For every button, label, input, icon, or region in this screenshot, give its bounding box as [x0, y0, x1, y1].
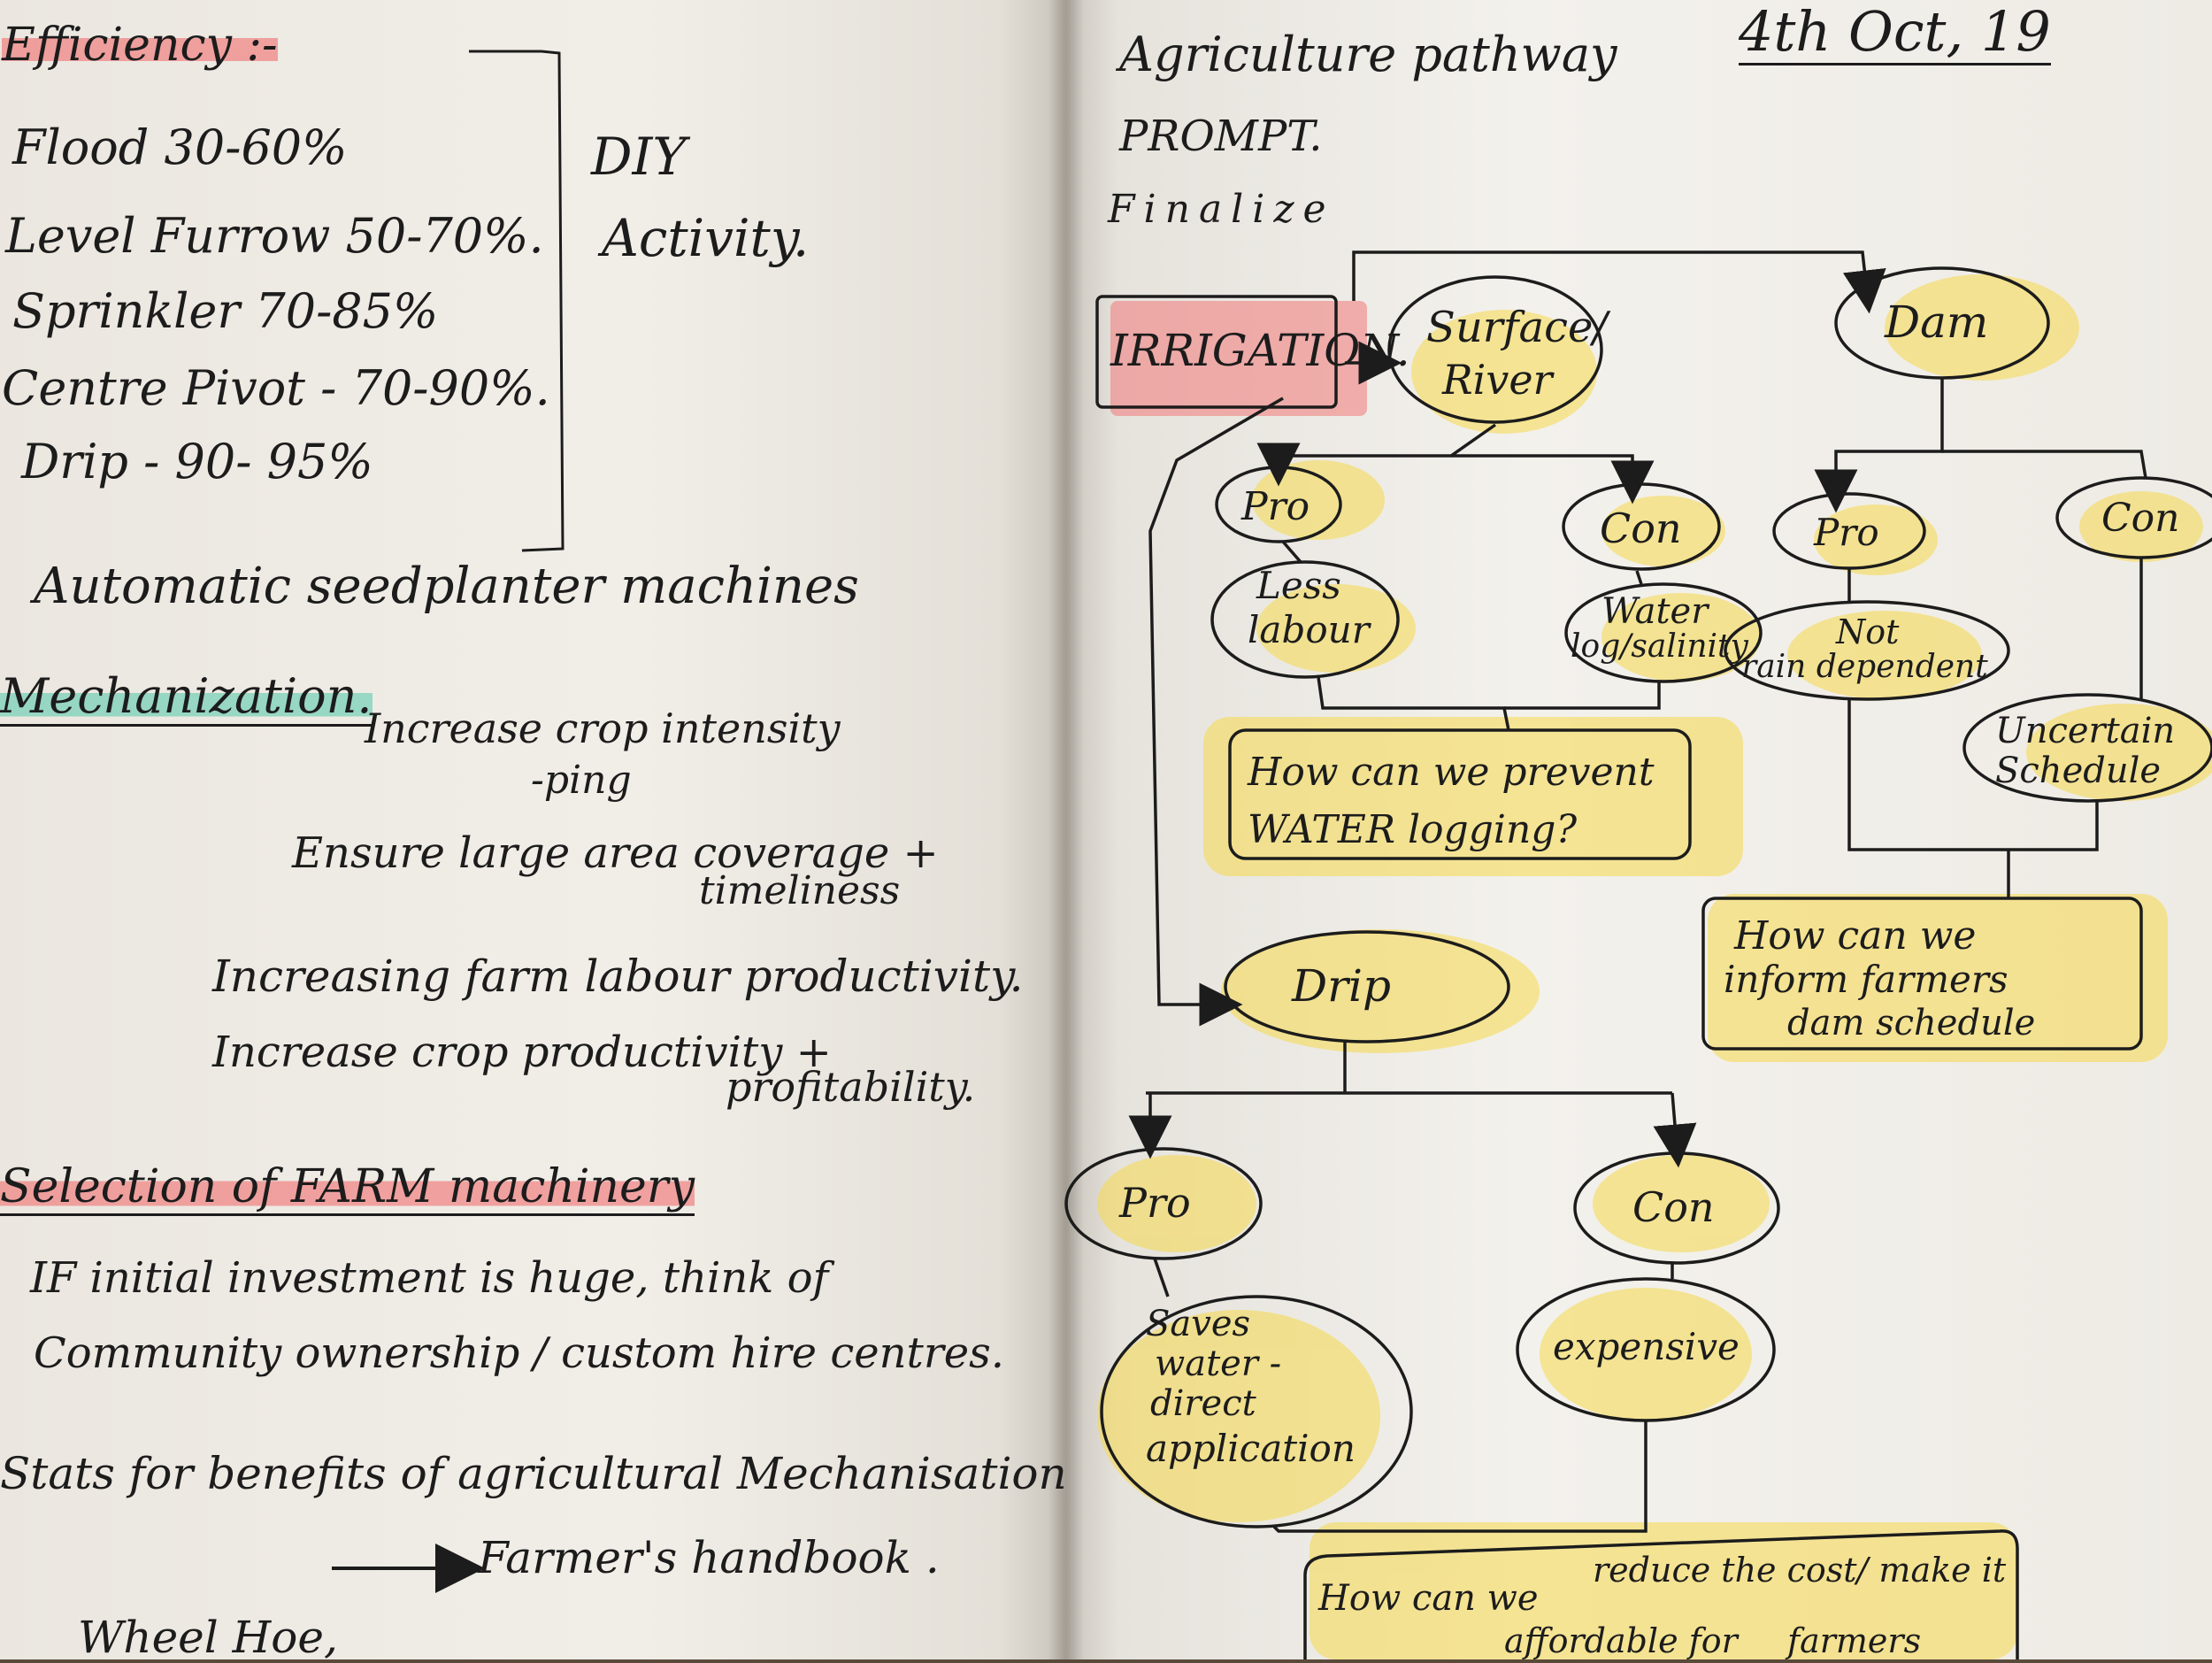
drip-pro-label: Pro	[1119, 1179, 1191, 1227]
efficiency-item-drip: Drip - 90- 95%	[21, 434, 373, 489]
efficiency-heading: Efficiency :-	[2, 19, 278, 72]
dam-label: Dam	[1885, 296, 1989, 348]
uncertain-node	[1962, 693, 2212, 803]
notebook-spine	[1048, 0, 1084, 1659]
irrigation-node	[1095, 295, 1338, 409]
mech-item-labour-productivity: Increasing farm labour productivity.	[212, 951, 1024, 1002]
pathway-title: Agriculture pathway	[1119, 27, 1617, 82]
efficiency-item-centre-pivot: Centre Pivot - 70-90%.	[2, 360, 550, 416]
farmers-handbook-note: Farmer's handbook .	[478, 1532, 940, 1583]
page-date: 4th Oct, 19	[1739, 0, 2051, 65]
cost-question-line2: reduce the cost/ make it	[1593, 1551, 2007, 1590]
efficiency-item-flood: Flood 30-60%	[12, 119, 348, 175]
water-dash-label: water -	[1155, 1343, 1282, 1384]
mech-item-crop-productivity: Increase crop productivity +	[212, 1028, 832, 1077]
cost-question-node	[1303, 1529, 2019, 1659]
wheel-hoe-note: Wheel Hoe,	[78, 1612, 338, 1663]
water-label: Water	[1601, 591, 1709, 632]
not-label: Not	[1836, 612, 1900, 651]
dam-con-label: Con	[2101, 496, 2180, 541]
mechanization-heading: Mechanization.	[0, 673, 373, 727]
prevent-question-node	[1228, 728, 1692, 860]
finalize-label: Finalize	[1108, 187, 1335, 232]
schedule-label: Schedule	[1995, 751, 2162, 791]
expensive-label: expensive	[1553, 1325, 1740, 1368]
drip-label: Drip	[1292, 960, 1391, 1012]
activity-label: Activity.	[602, 208, 810, 268]
less-label: Less	[1256, 564, 1341, 607]
dam-question-node	[1701, 897, 2143, 1051]
log-salinity-label: log/salinity	[1571, 628, 1748, 665]
selection-line-community: Community ownership / custom hire centre…	[34, 1328, 1005, 1378]
prompt-label: PROMPT.	[1119, 112, 1323, 161]
efficiency-item-sprinkler: Sprinkler 70-85%	[12, 283, 439, 339]
left-notebook-page	[0, 0, 1062, 1659]
mech-item-area-coverage: Ensure large area coverage +	[292, 828, 939, 878]
surface-label: Surface/	[1426, 303, 1608, 352]
dam-question-line1: How can we	[1734, 913, 1977, 959]
not-rain-node	[1724, 600, 2010, 701]
rain-dependent-label: rain dependent	[1741, 649, 1988, 685]
water-log-node	[1564, 582, 1763, 683]
efficiency-item-level-furrow: Level Furrow 50-70%.	[5, 208, 544, 264]
prevent-question-line2: WATER logging?	[1248, 807, 1578, 852]
application-label: application	[1146, 1427, 1356, 1470]
surface-pro-label: Pro	[1241, 484, 1310, 529]
cost-question-line4: farmers	[1787, 1621, 1922, 1660]
uncertain-label: Uncertain	[1995, 711, 2176, 751]
dam-node	[1834, 266, 2050, 380]
mech-item-profitability: profitability.	[726, 1063, 976, 1111]
dam-question-line2: inform farmers	[1724, 958, 2008, 1001]
selection-heading: Selection of FARM machinery	[0, 1164, 695, 1216]
diy-bracket	[469, 50, 565, 552]
dam-pro-label: Pro	[1814, 511, 1879, 554]
direct-label: direct	[1150, 1383, 1256, 1424]
river-label: River	[1442, 356, 1553, 404]
less-labour-node	[1210, 560, 1400, 679]
mech-item-timeliness: timeliness	[699, 868, 901, 913]
prevent-question-line1: How can we prevent	[1248, 750, 1655, 795]
mech-item-crop-intensity-cont: -ping	[531, 758, 632, 803]
mech-item-crop-intensity: Increase crop intensity	[365, 704, 841, 752]
dam-question-line3: dam schedule	[1787, 1003, 2036, 1043]
drip-con-label: Con	[1632, 1183, 1715, 1231]
saves-water-node	[1100, 1295, 1413, 1528]
surface-con-label: Con	[1600, 504, 1682, 552]
seed-planter-note: Automatic seedplanter machines	[34, 558, 859, 615]
stats-note: Stats for benefits of agricultural Mecha…	[0, 1448, 1067, 1499]
labour-label: labour	[1248, 608, 1370, 651]
diy-label: DIY	[591, 127, 687, 187]
saves-label: Saves	[1146, 1304, 1251, 1344]
selection-line-investment: IF initial investment is huge, think of	[30, 1253, 829, 1303]
cost-question-line1: How can we	[1318, 1578, 1539, 1619]
irrigation-label: IRRIGATION.	[1110, 325, 1410, 376]
cost-question-line3: affordable for	[1504, 1621, 1738, 1660]
